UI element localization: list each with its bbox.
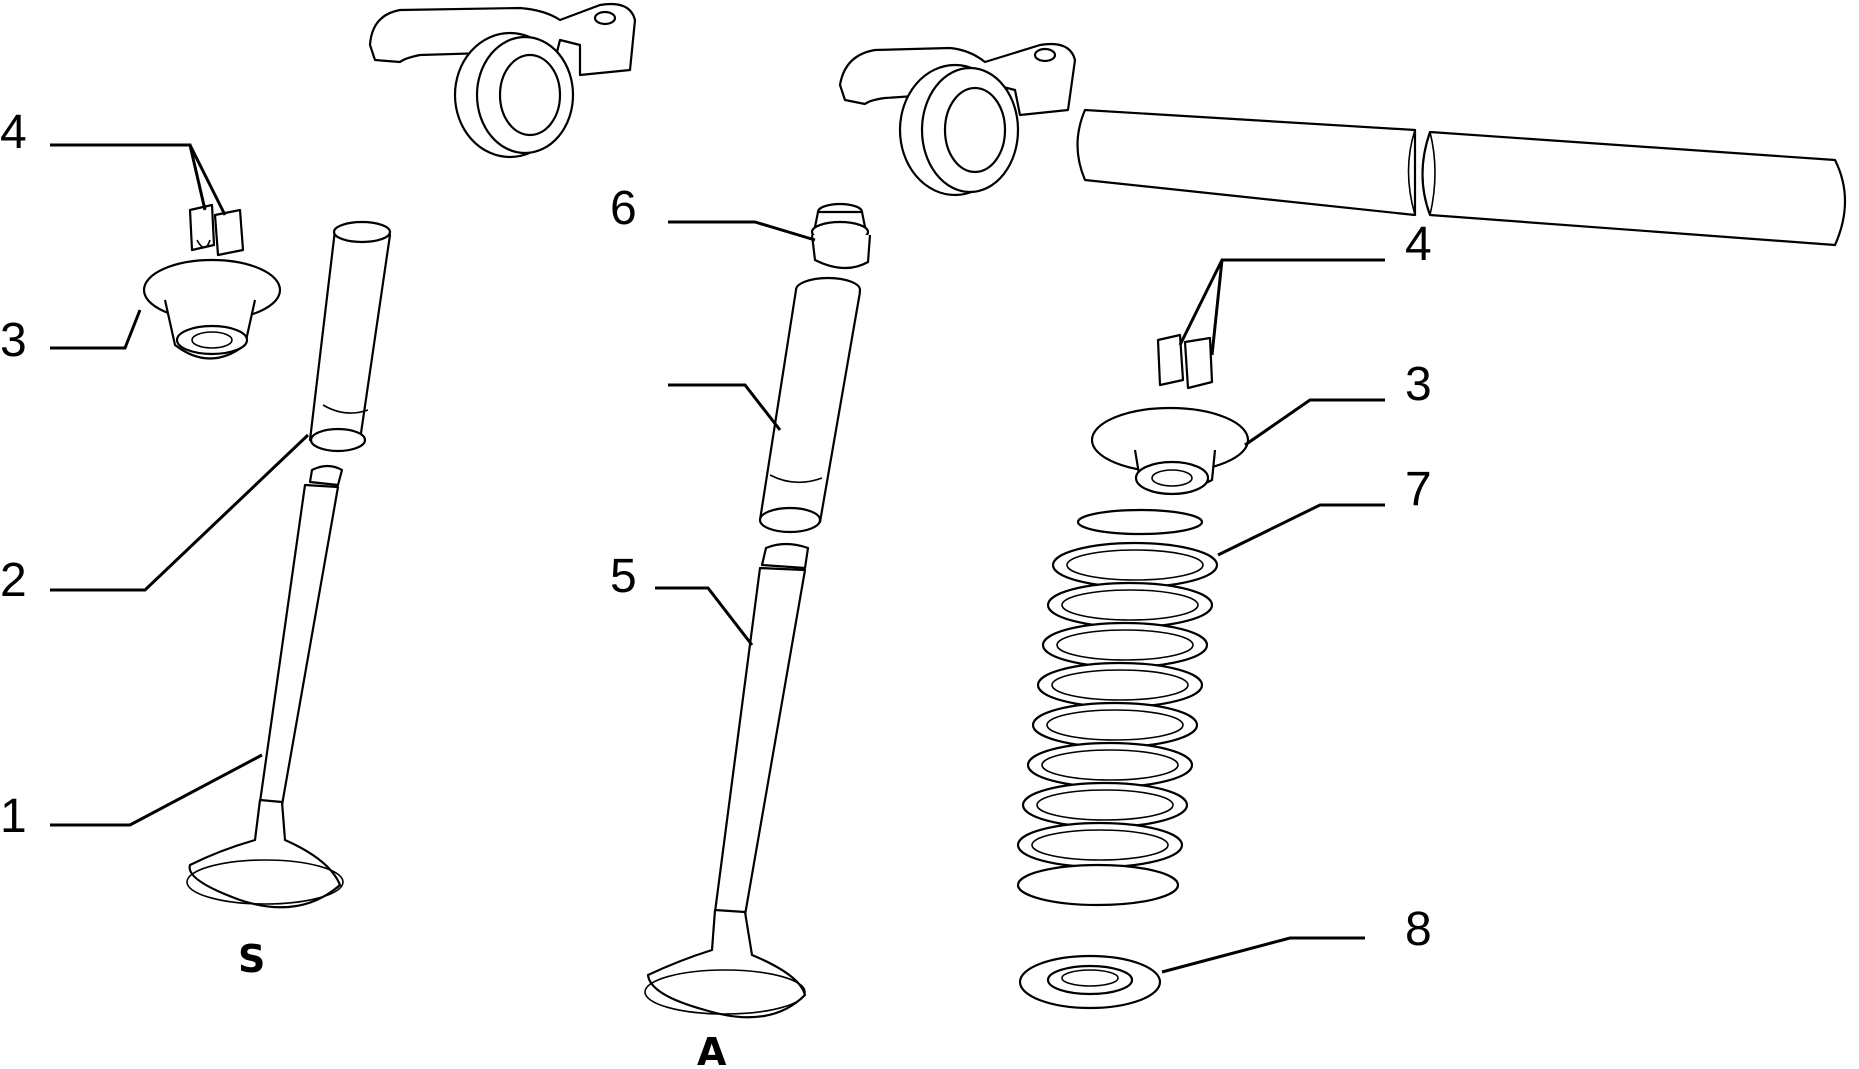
leader-6 <box>668 220 816 242</box>
exhaust-valve <box>644 542 810 1019</box>
leader-2-middle <box>668 383 782 431</box>
spring-retainer-left <box>142 258 282 360</box>
leader-7 <box>1217 503 1385 557</box>
label-cotters-right: 4 <box>1405 218 1432 271</box>
valve-spring <box>1016 508 1219 907</box>
label-exhaust-valve: 5 <box>610 550 637 603</box>
label-cotters-left: 4 <box>0 106 27 159</box>
label-retainer-right: 3 <box>1405 358 1432 411</box>
leader-1 <box>50 753 263 827</box>
label-spring-seat: 8 <box>1405 903 1432 956</box>
intake-valve <box>186 464 344 909</box>
leader-5 <box>655 586 754 646</box>
leader-3-right <box>1244 398 1385 447</box>
label-intake-valve: 1 <box>0 790 27 843</box>
label-spring: 7 <box>1405 463 1432 516</box>
label-retainer-left: 3 <box>0 314 27 367</box>
leader-4-left <box>50 143 227 216</box>
valve-cotters-left <box>188 203 245 257</box>
valve-stem-seal <box>810 202 872 270</box>
rocker-arm-right <box>838 42 1077 197</box>
valve-guide-middle <box>758 276 862 534</box>
leader-4-right <box>1178 258 1385 356</box>
rocker-arm-left <box>368 2 637 159</box>
label-guide-left: 2 <box>0 554 27 607</box>
rocker-shaft <box>1076 108 1847 247</box>
leader-8 <box>1161 936 1365 974</box>
leader-2-left <box>50 433 310 592</box>
spring-seat <box>1018 954 1162 1010</box>
valve-cotters-right <box>1156 333 1214 390</box>
leader-3-left <box>50 309 142 350</box>
caption-s: S <box>238 937 265 981</box>
leader-lines <box>50 143 1385 974</box>
caption-a: A <box>697 1030 727 1069</box>
label-seal: 6 <box>610 182 637 235</box>
valve-guide-left <box>308 220 392 453</box>
spring-retainer-right <box>1090 406 1250 496</box>
